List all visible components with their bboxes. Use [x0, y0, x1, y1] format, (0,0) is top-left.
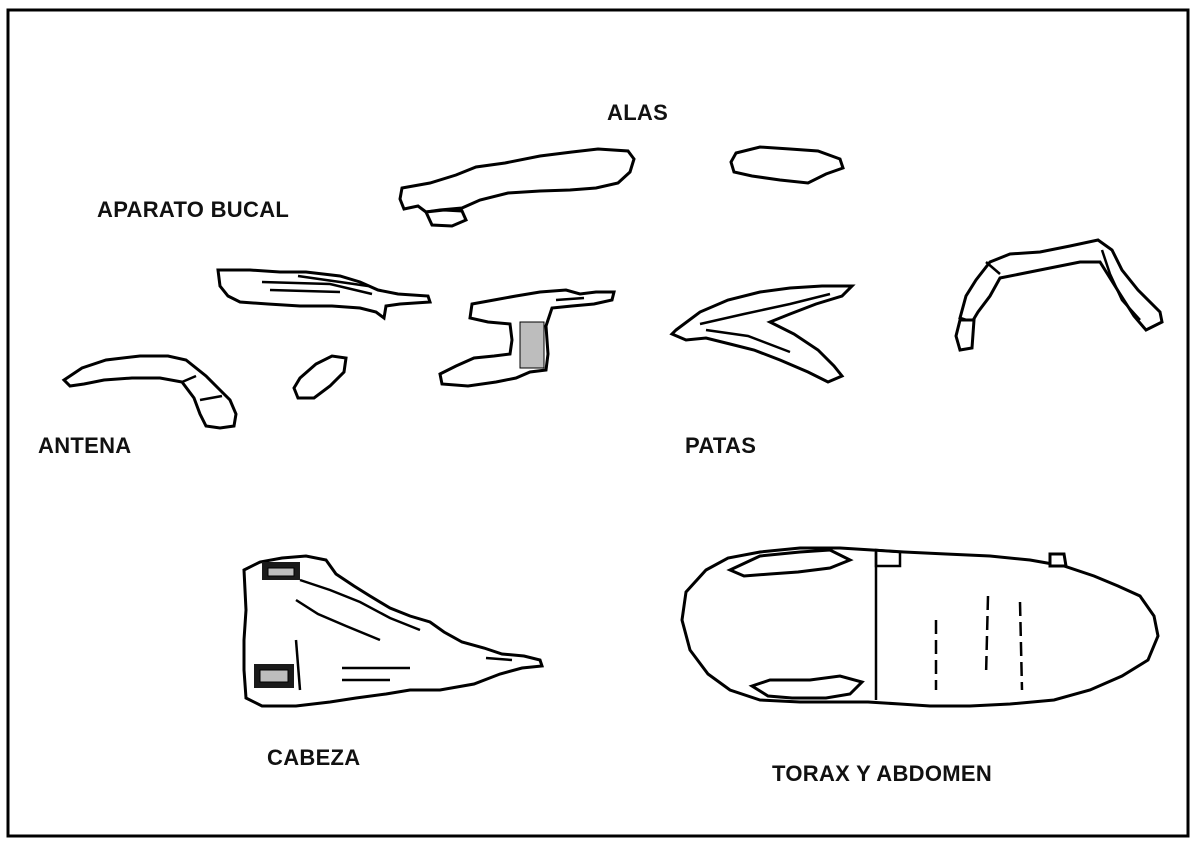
head: [244, 556, 542, 706]
leg-hind: [956, 240, 1162, 350]
antenna: [64, 356, 236, 428]
label-patas: PATAS: [685, 433, 756, 459]
label-aparato-bucal: APARATO BUCAL: [97, 197, 289, 223]
label-alas: ALAS: [607, 100, 668, 126]
mouthpart-maxilla: [440, 290, 614, 386]
figure-border: [8, 10, 1188, 836]
wing-small: [731, 147, 843, 183]
thorax-abdomen: [682, 548, 1158, 706]
wing-large: [400, 149, 634, 226]
mouthpart-labrum: [218, 270, 430, 318]
mouthpart-mandible: [294, 356, 346, 398]
leg-front: [672, 286, 852, 382]
label-antena: ANTENA: [38, 433, 131, 459]
label-torax-abdomen: TORAX Y ABDOMEN: [772, 761, 992, 787]
label-cabeza: CABEZA: [267, 745, 360, 771]
